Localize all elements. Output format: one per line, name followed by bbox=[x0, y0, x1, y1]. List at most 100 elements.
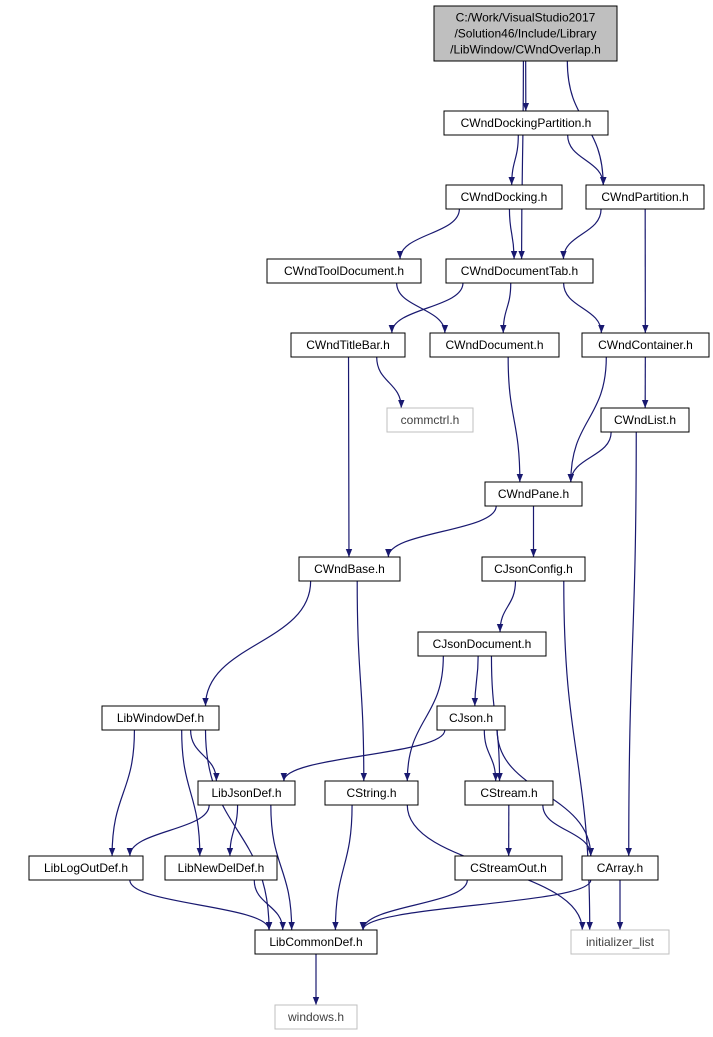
node-box bbox=[581, 332, 710, 358]
nodes-layer: C:/Work/VisualStudio2017/Solution46/Incl… bbox=[28, 5, 710, 1030]
node-box bbox=[274, 1004, 358, 1030]
node-box bbox=[28, 855, 144, 881]
node-box bbox=[254, 929, 378, 955]
node-label: CWndTitleBar.h bbox=[306, 338, 390, 352]
node-docking[interactable]: CWndDocking.h bbox=[445, 184, 563, 210]
node-label: CStreamOut.h bbox=[470, 861, 547, 875]
node-box bbox=[436, 705, 506, 731]
node-label: CJsonConfig.h bbox=[494, 562, 573, 576]
node-container[interactable]: CWndContainer.h bbox=[581, 332, 710, 358]
node-log-out-def[interactable]: LibLogOutDef.h bbox=[28, 855, 144, 881]
node-array[interactable]: CArray.h bbox=[581, 855, 659, 881]
node-box bbox=[298, 556, 401, 582]
node-box bbox=[266, 258, 422, 284]
node-box bbox=[481, 556, 586, 582]
node-label: CWndContainer.h bbox=[598, 338, 693, 352]
edge-document-to-pane bbox=[507, 356, 524, 483]
edge-list-to-array bbox=[625, 431, 637, 857]
node-label: CWndPartition.h bbox=[601, 190, 688, 204]
node-box bbox=[445, 258, 594, 284]
edge-window-def-to-json-def bbox=[190, 729, 220, 782]
edge-json-to-stream bbox=[483, 729, 499, 782]
edge-pane-to-base bbox=[385, 505, 497, 558]
node-label: CWndDockingPartition.h bbox=[461, 116, 592, 130]
node-tool-document[interactable]: CWndToolDocument.h bbox=[266, 258, 422, 284]
node-label: CWndToolDocument.h bbox=[284, 264, 404, 278]
node-label: LibJsonDef.h bbox=[211, 786, 281, 800]
node-box bbox=[433, 5, 618, 62]
node-label: LibNewDelDef.h bbox=[178, 861, 265, 875]
node-initializer-list: initializer_list bbox=[570, 929, 670, 955]
node-docking-partition[interactable]: CWndDockingPartition.h bbox=[443, 110, 609, 136]
node-partition[interactable]: CWndPartition.h bbox=[585, 184, 705, 210]
node-label: initializer_list bbox=[586, 935, 655, 949]
edge-window-def-to-common-def bbox=[204, 729, 273, 931]
edge-base-to-string bbox=[356, 580, 367, 782]
edge-string-to-common-def bbox=[332, 804, 353, 931]
node-list[interactable]: CWndList.h bbox=[600, 407, 690, 433]
node-json[interactable]: CJson.h bbox=[436, 705, 506, 731]
node-box bbox=[570, 929, 670, 955]
node-common-def[interactable]: LibCommonDef.h bbox=[254, 929, 378, 955]
node-json-def[interactable]: LibJsonDef.h bbox=[197, 780, 296, 806]
node-box bbox=[484, 481, 583, 507]
node-label: CWndList.h bbox=[614, 413, 676, 427]
edge-json-def-to-common-def bbox=[270, 804, 295, 931]
edge-json-def-to-new-del-def bbox=[226, 804, 239, 857]
edge-root-to-document-tab bbox=[518, 60, 525, 260]
node-document-tab[interactable]: CWndDocumentTab.h bbox=[445, 258, 594, 284]
edge-docking-to-tool-document bbox=[396, 208, 460, 260]
node-stream[interactable]: CStream.h bbox=[464, 780, 554, 806]
edge-list-to-pane bbox=[567, 431, 612, 483]
node-string[interactable]: CString.h bbox=[324, 780, 419, 806]
node-label: windows.h bbox=[287, 1010, 344, 1024]
node-box bbox=[464, 780, 554, 806]
node-box bbox=[290, 332, 406, 358]
node-label: commctrl.h bbox=[401, 413, 460, 427]
edge-title-bar-to-commctrl bbox=[376, 356, 405, 409]
node-box bbox=[324, 780, 419, 806]
node-label: LibLogOutDef.h bbox=[44, 861, 128, 875]
node-root[interactable]: C:/Work/VisualStudio2017/Solution46/Incl… bbox=[433, 5, 618, 62]
node-label: CJson.h bbox=[449, 711, 493, 725]
node-stream-out[interactable]: CStreamOut.h bbox=[454, 855, 563, 881]
node-new-del-def[interactable]: LibNewDelDef.h bbox=[164, 855, 278, 881]
edge-document-tab-to-title-bar bbox=[388, 282, 464, 334]
node-windows: windows.h bbox=[274, 1004, 358, 1030]
node-label: CArray.h bbox=[597, 861, 643, 875]
node-box bbox=[197, 780, 296, 806]
node-box bbox=[386, 407, 474, 433]
edge-container-to-pane bbox=[567, 356, 607, 483]
edge-partition-to-document-tab bbox=[560, 208, 602, 260]
node-window-def[interactable]: LibWindowDef.h bbox=[101, 705, 220, 731]
node-title-bar[interactable]: CWndTitleBar.h bbox=[290, 332, 406, 358]
node-label: C:/Work/VisualStudio2017 bbox=[456, 11, 596, 25]
node-label: LibWindowDef.h bbox=[117, 711, 204, 725]
edge-array-to-common-def bbox=[359, 879, 592, 931]
node-box bbox=[164, 855, 278, 881]
node-commctrl: commctrl.h bbox=[386, 407, 474, 433]
node-label: /Solution46/Include/Library bbox=[454, 27, 596, 41]
node-box bbox=[581, 855, 659, 881]
node-box bbox=[600, 407, 690, 433]
node-box bbox=[585, 184, 705, 210]
node-box bbox=[101, 705, 220, 731]
node-json-config[interactable]: CJsonConfig.h bbox=[481, 556, 586, 582]
node-label: CWndDocument.h bbox=[445, 338, 543, 352]
node-base[interactable]: CWndBase.h bbox=[298, 556, 401, 582]
edge-base-to-window-def bbox=[202, 580, 312, 707]
edge-json-config-to-json-document bbox=[496, 580, 517, 633]
edge-document-tab-to-document bbox=[500, 282, 512, 334]
node-document[interactable]: CWndDocument.h bbox=[429, 332, 560, 358]
edge-json-document-to-json bbox=[471, 655, 479, 707]
edge-log-out-def-to-common-def bbox=[129, 879, 273, 931]
node-label: CJsonDocument.h bbox=[433, 637, 532, 651]
node-label: LibCommonDef.h bbox=[269, 935, 362, 949]
node-label: CWndBase.h bbox=[314, 562, 385, 576]
edge-json-document-to-string bbox=[404, 655, 444, 782]
node-pane[interactable]: CWndPane.h bbox=[484, 481, 583, 507]
node-json-document[interactable]: CJsonDocument.h bbox=[417, 631, 547, 657]
edge-window-def-to-new-del-def bbox=[181, 729, 204, 857]
node-label: CString.h bbox=[346, 786, 396, 800]
